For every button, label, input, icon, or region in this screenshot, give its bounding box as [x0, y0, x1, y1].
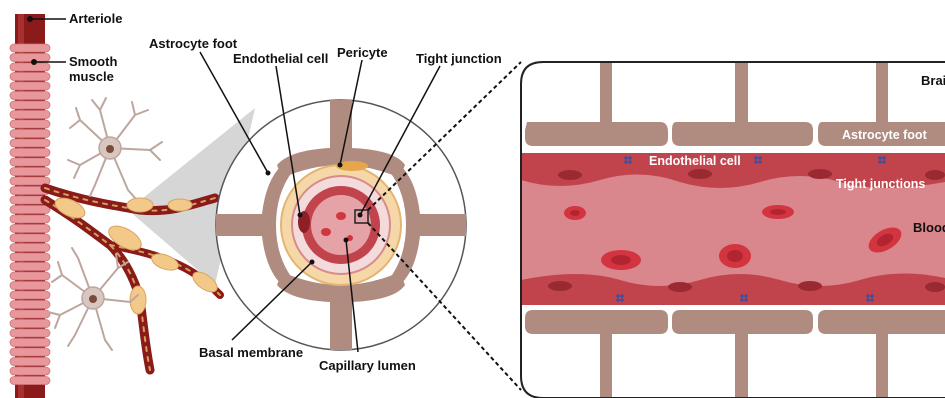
- zoom-panel-labels: Brain Astrocyte foot Endothelial cell Ti…: [521, 62, 945, 398]
- smooth-muscle-ring: [10, 120, 50, 128]
- label-astrocyte-foot: Astrocyte foot: [149, 36, 237, 51]
- smooth-muscle-ring: [10, 225, 50, 233]
- smooth-muscle-ring: [10, 111, 50, 119]
- smooth-muscle-ring: [10, 139, 50, 147]
- smooth-muscle-ring: [10, 367, 50, 375]
- smooth-muscle-ring: [10, 272, 50, 280]
- smooth-muscle-ring: [10, 101, 50, 109]
- smooth-muscle-ring: [10, 44, 50, 52]
- smooth-muscle-ring: [10, 82, 50, 90]
- panel-label-endothelial-cell: Endothelial cell: [649, 154, 741, 168]
- label-smooth-muscle-line1: Smooth: [69, 54, 117, 69]
- smooth-muscle-ring: [10, 206, 50, 214]
- smooth-muscle-ring: [10, 329, 50, 337]
- smooth-muscle-ring: [10, 149, 50, 157]
- red-blood-cell-icon: [336, 212, 346, 220]
- panel-label-blood: Blood: [913, 220, 945, 235]
- smooth-muscle-ring: [10, 263, 50, 271]
- smooth-muscle-ring: [10, 348, 50, 356]
- smooth-muscle-ring: [10, 310, 50, 318]
- smooth-muscle-ring: [10, 92, 50, 100]
- smooth-muscle-ring: [10, 54, 50, 62]
- astrocyte-nucleus: [106, 145, 114, 153]
- label-capillary-lumen: Capillary lumen: [319, 358, 416, 373]
- panel-label-brain: Brain: [921, 73, 945, 88]
- smooth-muscle-ring: [10, 158, 50, 166]
- smooth-muscle-ring: [10, 339, 50, 347]
- smooth-muscle-ring: [10, 63, 50, 71]
- smooth-muscle-ring: [10, 234, 50, 242]
- label-basal-membrane: Basal membrane: [199, 345, 303, 360]
- smooth-muscle-ring: [10, 215, 50, 223]
- label-smooth-muscle-line2: muscle: [69, 69, 114, 84]
- panel-label-astrocyte-foot: Astrocyte foot: [842, 128, 927, 142]
- red-blood-cell-icon: [321, 228, 331, 236]
- astrocyte-nucleus: [89, 295, 97, 303]
- smooth-muscle-ring: [10, 282, 50, 290]
- smooth-muscle-ring: [10, 301, 50, 309]
- smooth-muscle-ring: [10, 320, 50, 328]
- smooth-muscle-ring: [10, 377, 50, 385]
- label-arteriole: Arteriole: [69, 11, 122, 26]
- capillary-lumen: [311, 195, 371, 255]
- panel-label-tight-junctions: Tight junctions: [836, 177, 925, 191]
- smooth-muscle-ring: [10, 244, 50, 252]
- smooth-muscle-ring: [10, 291, 50, 299]
- label-endothelial-cell: Endothelial cell: [233, 51, 328, 66]
- label-pericyte: Pericyte: [337, 45, 388, 60]
- label-tight-junction: Tight junction: [416, 51, 502, 66]
- smooth-muscle-ring: [10, 253, 50, 261]
- smooth-muscle-ring: [10, 73, 50, 81]
- smooth-muscle-ring: [10, 168, 50, 176]
- smooth-muscle-ring: [10, 130, 50, 138]
- smooth-muscle-ring: [10, 358, 50, 366]
